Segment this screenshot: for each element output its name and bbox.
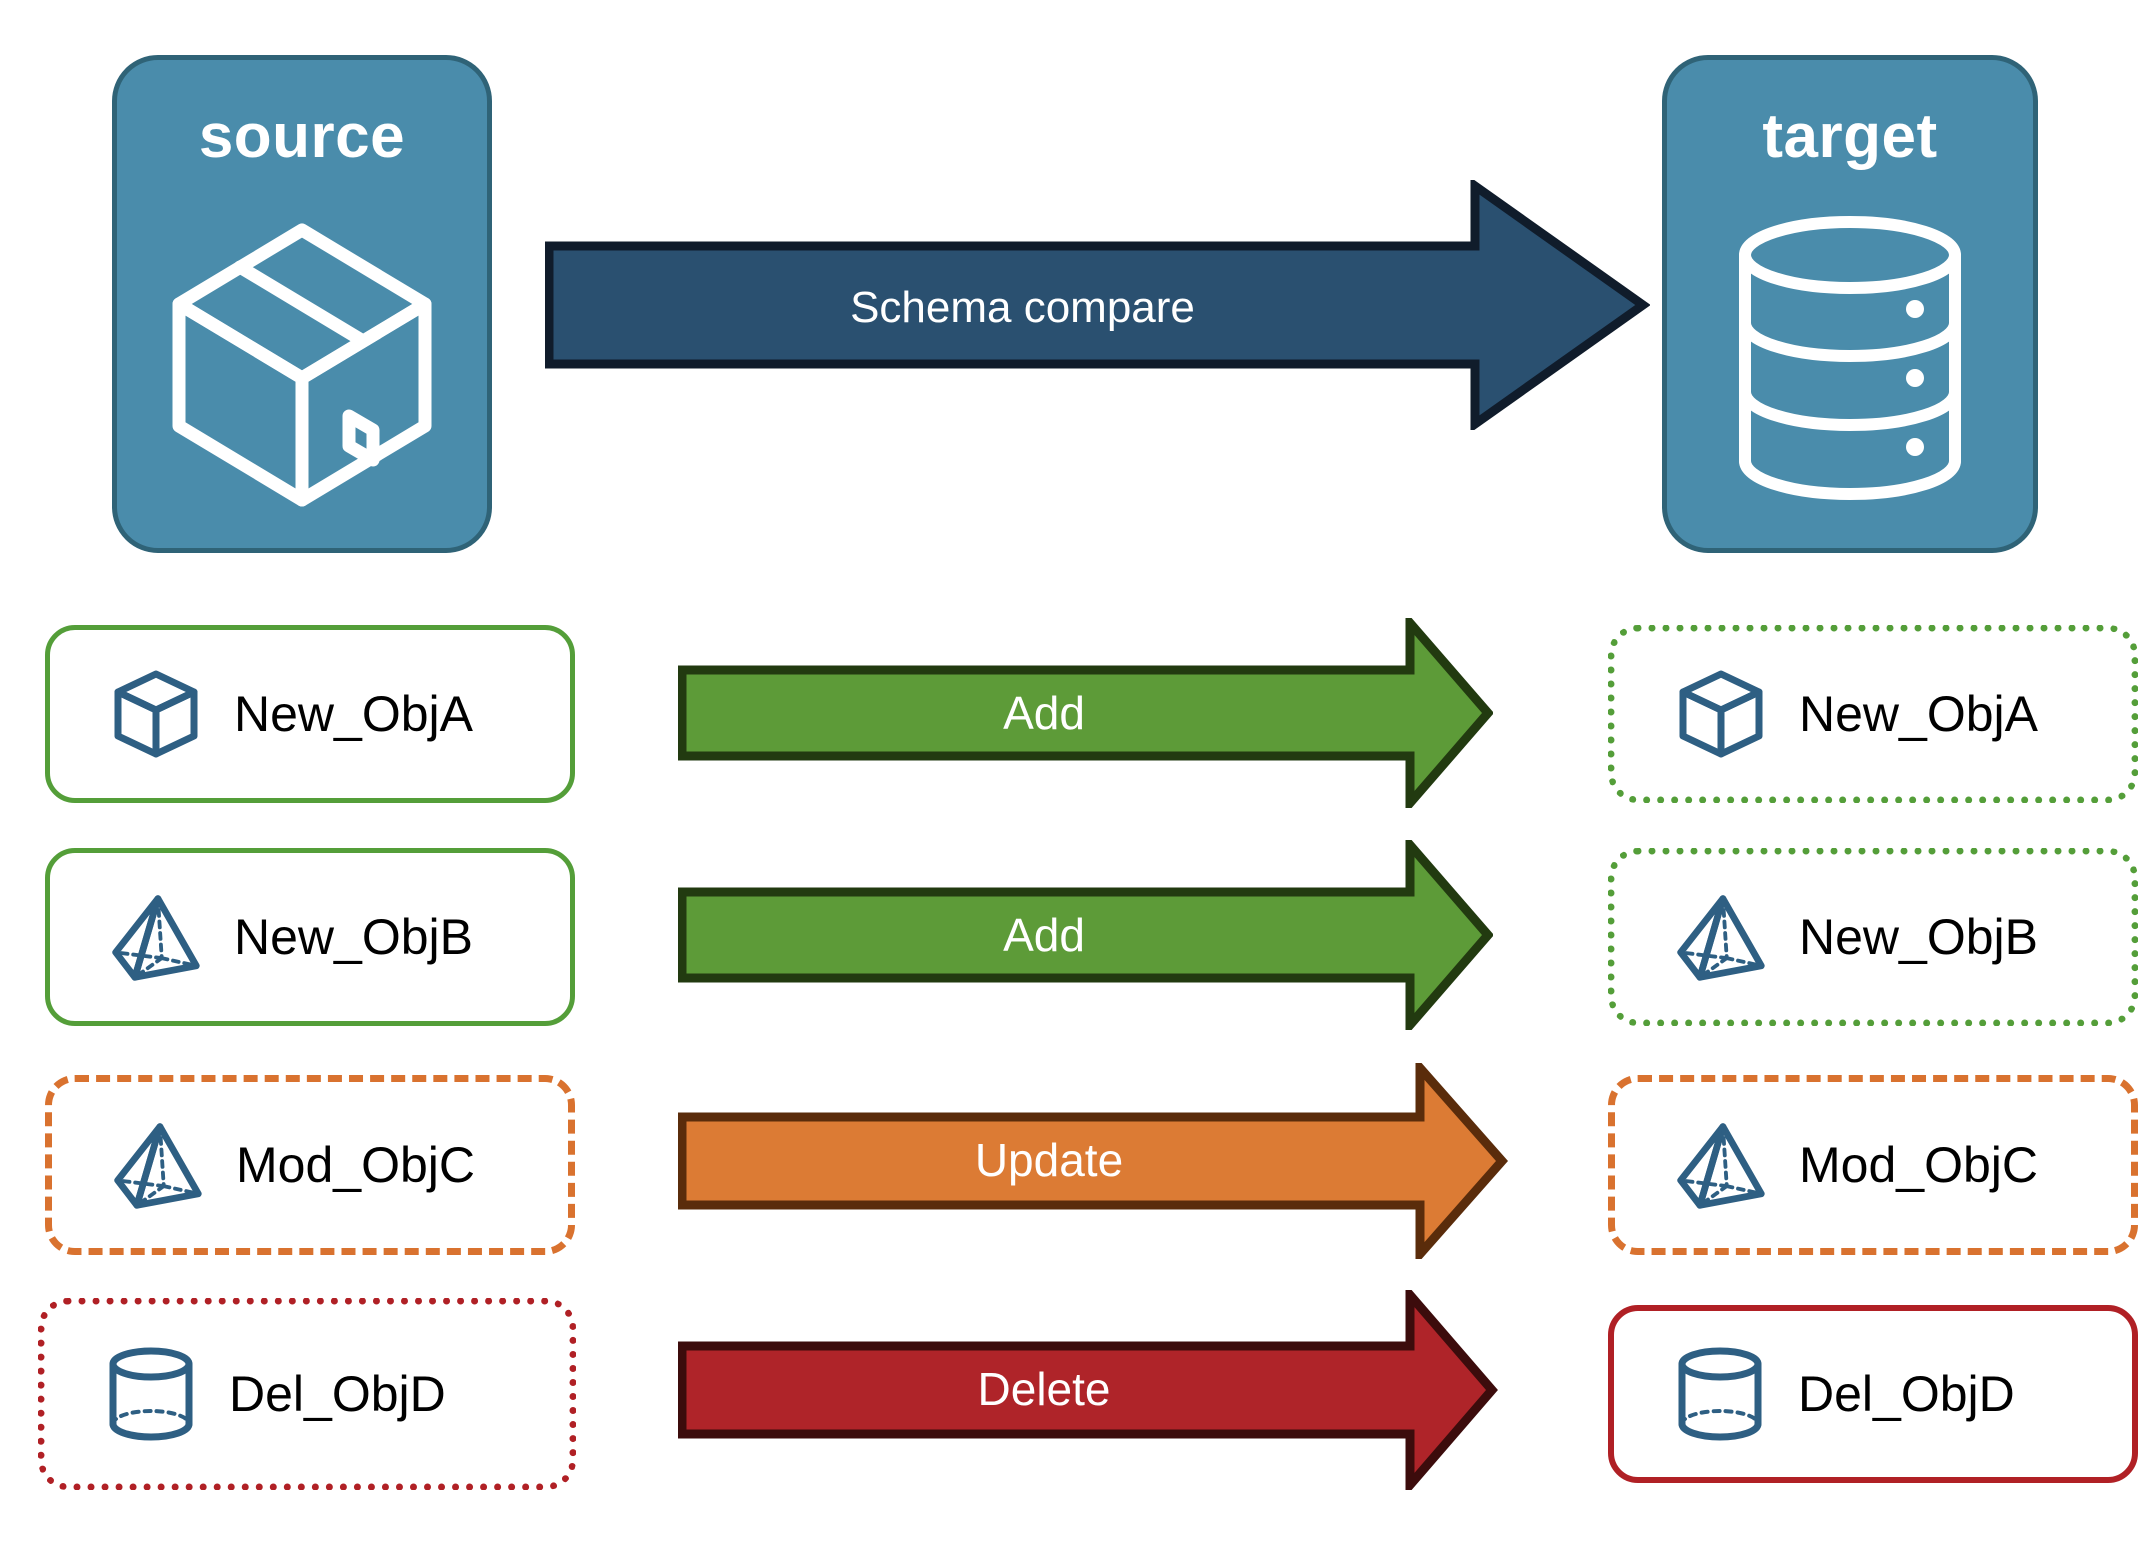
package-box-icon	[117, 168, 487, 548]
wireframe-pyramid-icon	[1673, 1117, 1769, 1213]
schema-compare-arrow: Schema compare	[544, 177, 1651, 433]
source-object-label: New_ObjA	[234, 686, 473, 742]
delete-action-label: Delete	[977, 1363, 1111, 1415]
wireframe-cube-icon	[108, 666, 204, 762]
schema-compare-label: Schema compare	[850, 283, 1195, 332]
source-panel: source	[112, 55, 492, 553]
target-object-row[interactable]: New_ObjA	[1608, 625, 2138, 803]
source-object-label: Mod_ObjC	[236, 1137, 475, 1193]
update-action-label: Update	[974, 1134, 1124, 1186]
add-action-label: Add	[1003, 909, 1085, 961]
source-object-row[interactable]: Mod_ObjC	[45, 1075, 575, 1255]
add-action-arrow: Add	[677, 832, 1494, 1038]
source-object-row[interactable]: New_ObjA	[45, 625, 575, 803]
target-object-row[interactable]: New_ObjB	[1608, 848, 2138, 1026]
target-object-row[interactable]: Del_ObjD	[1608, 1305, 2138, 1483]
update-action-arrow: Update	[677, 1056, 1508, 1266]
add-action-arrow: Add	[677, 610, 1494, 816]
wireframe-pyramid-icon	[108, 889, 204, 985]
source-object-label: Del_ObjD	[229, 1366, 446, 1422]
database-cylinder-icon	[1667, 168, 2033, 548]
target-object-label: New_ObjB	[1799, 909, 2038, 965]
target-panel: target	[1662, 55, 2038, 553]
target-panel-title: target	[1762, 102, 1938, 171]
target-object-label: Mod_ObjC	[1799, 1137, 2038, 1193]
source-object-row[interactable]: New_ObjB	[45, 848, 575, 1026]
source-object-label: New_ObjB	[234, 909, 473, 965]
wireframe-pyramid-icon	[110, 1117, 206, 1213]
source-object-row[interactable]: Del_ObjD	[38, 1298, 576, 1490]
delete-action-arrow: Delete	[677, 1282, 1498, 1498]
target-object-label: Del_ObjD	[1798, 1366, 2015, 1422]
target-object-row[interactable]: Mod_ObjC	[1608, 1075, 2138, 1255]
target-object-label: New_ObjA	[1799, 686, 2038, 742]
wireframe-cylinder-icon	[103, 1346, 199, 1442]
add-action-label: Add	[1003, 687, 1085, 739]
wireframe-cylinder-icon	[1672, 1346, 1768, 1442]
wireframe-cube-icon	[1673, 666, 1769, 762]
source-panel-title: source	[198, 102, 406, 171]
wireframe-pyramid-icon	[1673, 889, 1769, 985]
